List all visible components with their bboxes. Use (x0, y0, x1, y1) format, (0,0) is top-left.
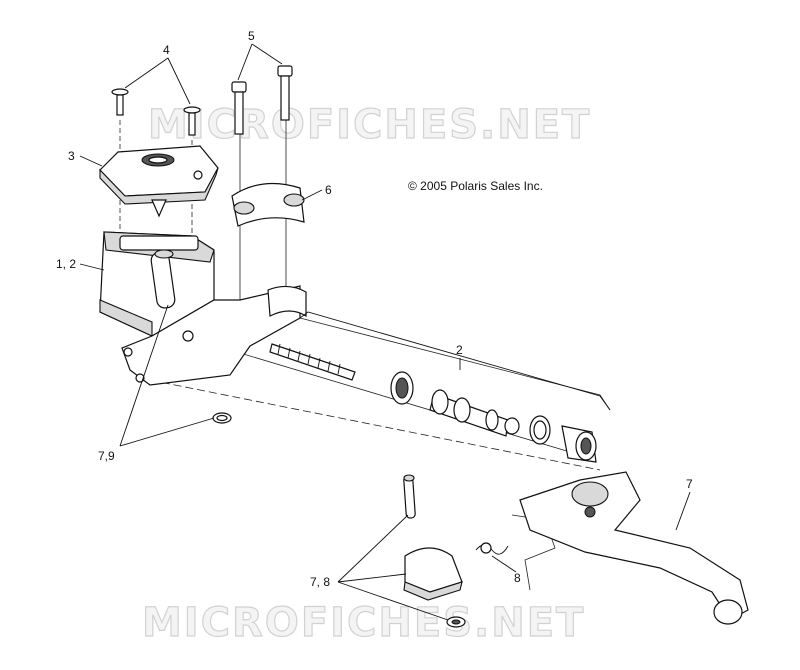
screw-4-right (183, 106, 201, 136)
adjuster-cam (403, 547, 463, 601)
seal-ring (390, 371, 414, 405)
callout-3: 3 (68, 149, 75, 163)
clamp-6 (231, 182, 305, 227)
brake-lever-7 (519, 471, 749, 625)
watermark-top: MICROFICHES.NET (148, 102, 591, 148)
washer-8 (446, 616, 466, 628)
piston-assembly-2 (269, 311, 611, 463)
spring (269, 343, 356, 381)
bolt-5-left (231, 81, 247, 135)
clip-9 (212, 412, 232, 424)
pivot-pin (403, 474, 416, 519)
callout-8: 8 (514, 571, 521, 585)
piston (429, 389, 520, 437)
bracket-2 (299, 311, 611, 411)
callout-7: 7 (686, 477, 693, 491)
copyright-notice: © 2005 Polaris Sales Inc. (408, 179, 543, 193)
callout-6: 6 (325, 183, 332, 197)
leader-lines (79, 43, 691, 621)
callout-7-8: 7, 8 (310, 575, 330, 589)
callout-2: 2 (456, 343, 463, 357)
spring-8 (475, 542, 509, 555)
boot (561, 425, 597, 463)
master-cylinder-body-1-2 (99, 231, 307, 386)
reservoir-cover-3 (99, 145, 219, 218)
watermark-bottom: MICROFICHES.NET (142, 600, 585, 646)
callout-1-2: 1, 2 (56, 257, 76, 271)
washer (529, 415, 551, 445)
callout-7-9: 7,9 (98, 449, 115, 463)
screw-4-left (111, 88, 129, 116)
bolt-5-right (277, 65, 293, 121)
callout-5: 5 (248, 29, 255, 43)
callout-4: 4 (163, 43, 170, 57)
